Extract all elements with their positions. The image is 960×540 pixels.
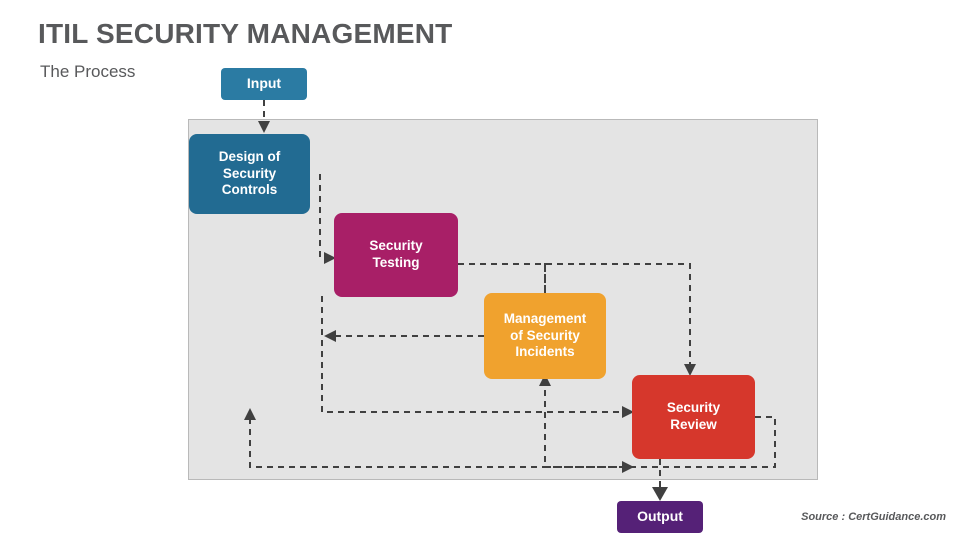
node-incidents-label: Management of Security Incidents bbox=[503, 310, 587, 360]
node-review-label: Security Review bbox=[666, 400, 721, 432]
node-output-label: Output bbox=[637, 508, 683, 525]
node-security-testing[interactable]: Security Testing bbox=[334, 213, 458, 297]
page-title: ITIL SECURITY MANAGEMENT bbox=[38, 18, 453, 49]
node-input[interactable]: Input bbox=[221, 68, 307, 100]
node-input-label: Input bbox=[246, 75, 282, 92]
node-management-of-security-incidents[interactable]: Management of Security Incidents bbox=[484, 293, 606, 379]
arrowhead-output bbox=[652, 487, 668, 501]
node-output[interactable]: Output bbox=[617, 501, 703, 533]
source-credit: Source : CertGuidance.com bbox=[801, 511, 946, 523]
node-security-review[interactable]: Security Review bbox=[632, 375, 755, 459]
node-testing-label: Security Testing bbox=[369, 238, 423, 270]
page-subtitle: The Process bbox=[40, 62, 136, 81]
node-design-label: Design of Security Controls bbox=[218, 148, 281, 198]
node-design-of-security-controls[interactable]: Design of Security Controls bbox=[189, 134, 310, 214]
